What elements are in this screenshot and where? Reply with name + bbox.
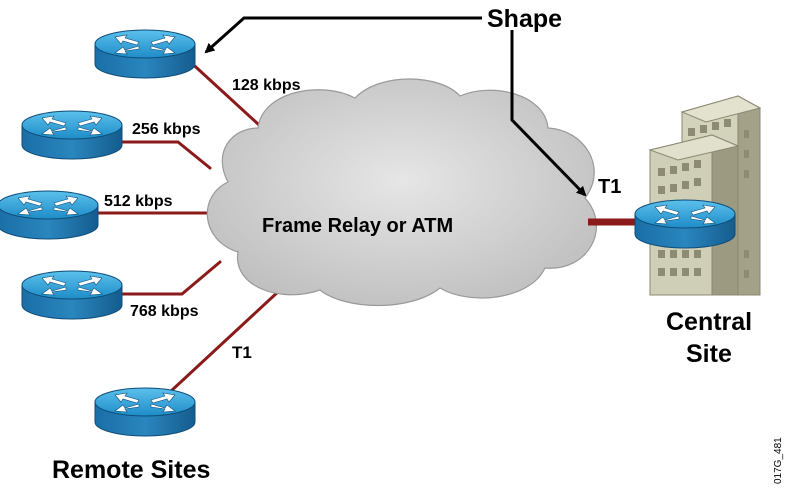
- link-speed-r1: 128 kbps: [232, 77, 301, 94]
- shape-arrow-to-remote: [204, 16, 482, 54]
- remote-router-5: [94, 387, 196, 437]
- shape-label: Shape: [487, 5, 562, 33]
- shape-arrow-to-central: [510, 30, 587, 197]
- link-r1: [184, 56, 272, 137]
- cloud-label: Frame Relay or ATM: [262, 215, 453, 237]
- link-r2: [120, 140, 212, 170]
- central-site-building: [648, 95, 762, 296]
- link-speed-r2: 256 kbps: [132, 121, 201, 138]
- remote-sites-label: Remote Sites: [52, 456, 210, 484]
- central-router: [634, 199, 736, 249]
- link-speed-r5: T1: [232, 343, 252, 362]
- remote-router-3: [0, 190, 99, 240]
- central-link-speed: T1: [598, 176, 621, 198]
- central-site-label-line2: Site: [686, 340, 732, 368]
- link-r4: [120, 260, 222, 296]
- remote-router-2: [21, 110, 123, 160]
- link-speed-r4: 768 kbps: [130, 303, 199, 320]
- remote-router-4: [21, 270, 123, 320]
- wan-cloud: [206, 78, 597, 307]
- figure-id: 017G_481: [773, 437, 784, 484]
- link-r5: [168, 288, 282, 394]
- link-speed-r3: 512 kbps: [104, 193, 173, 210]
- remote-router-1: [94, 29, 196, 79]
- central-site-label-line1: Central: [666, 308, 752, 336]
